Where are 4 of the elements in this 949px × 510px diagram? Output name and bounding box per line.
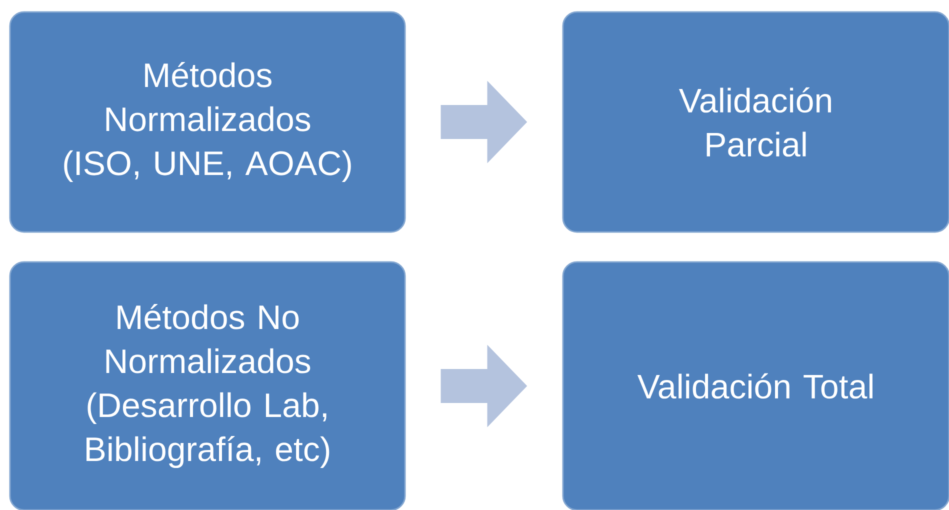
process-box: Validación Total <box>562 261 949 510</box>
process-box: Métodos Normalizados (ISO, UNE, AOAC) <box>9 11 406 233</box>
process-box: Validación Parcial <box>562 11 949 233</box>
process-box: Métodos No Normalizados (Desarrollo Lab, Bibliografía, etc) <box>9 261 406 510</box>
